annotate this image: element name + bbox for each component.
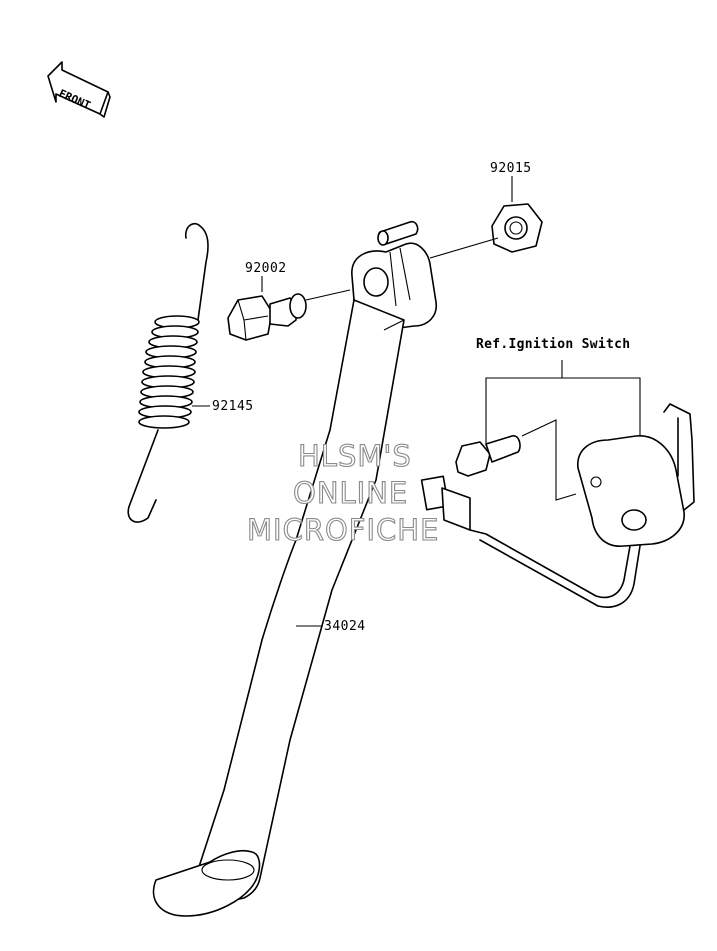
watermark-line-1: HLSM'S — [298, 439, 412, 473]
side-stand-part: 34024 — [152, 220, 438, 917]
bolt-part-number: 92002 — [245, 261, 287, 276]
ignition-switch-reference: Ref.Ignition Switch — [420, 337, 695, 608]
watermark-line-3: MICROFICHE — [247, 513, 439, 547]
bolt-part: 92002 — [227, 261, 351, 341]
watermark: HLSM'S ONLINE MICROFICHE — [246, 438, 439, 547]
spring-part: 92145 — [127, 222, 254, 523]
watermark-line-2: ONLINE — [293, 476, 408, 510]
stand-part-number: 34024 — [324, 619, 366, 634]
front-arrow-icon: FRONT — [47, 61, 111, 118]
nut-part-number: 92015 — [490, 161, 532, 176]
spring-part-number: 92145 — [212, 399, 254, 414]
reference-label: Ref.Ignition Switch — [476, 337, 630, 352]
spring-coils — [138, 315, 200, 429]
nut-part: 92015 — [429, 161, 543, 259]
